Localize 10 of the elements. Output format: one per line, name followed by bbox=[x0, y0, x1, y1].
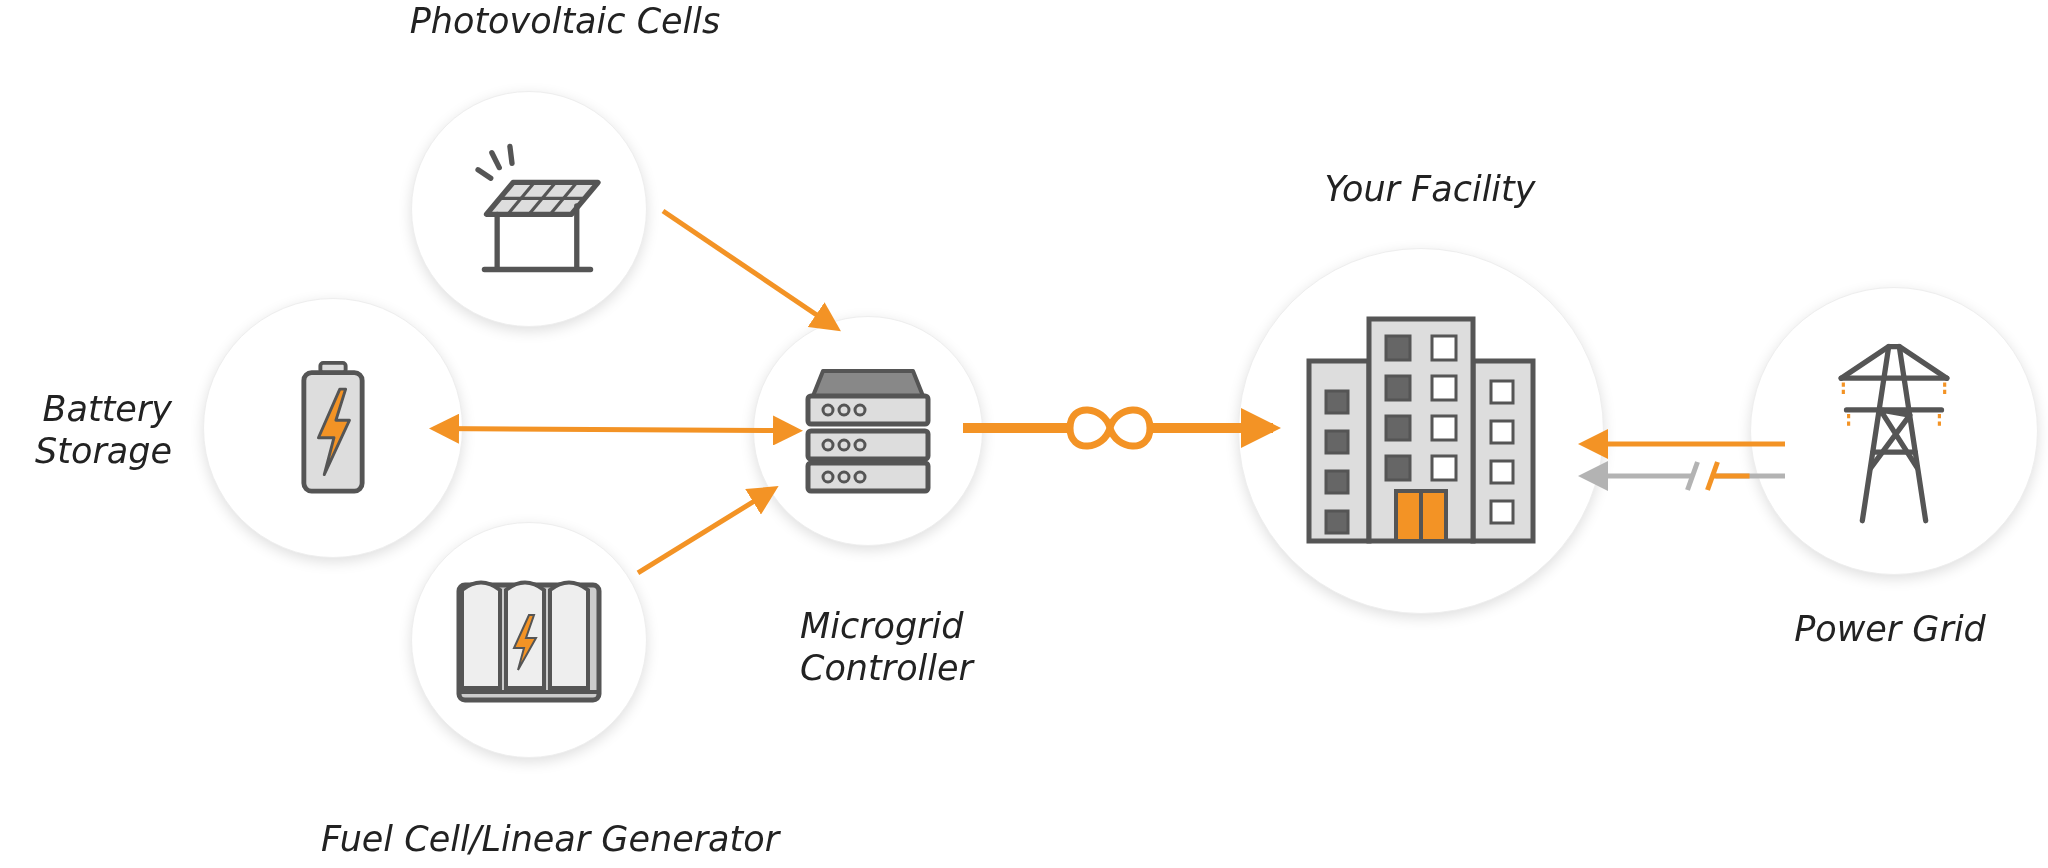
node-label: Photovoltaic Cells bbox=[408, 0, 722, 42]
arrow bbox=[429, 413, 803, 446]
node-label: Power Grid bbox=[1793, 608, 1987, 650]
node-label: Your Facility bbox=[1323, 168, 1537, 210]
arrow bbox=[636, 486, 779, 575]
arrow bbox=[1578, 429, 1785, 459]
node-label: Battery Storage bbox=[34, 388, 172, 472]
arrow bbox=[661, 208, 841, 332]
node-label: Microgrid Controller bbox=[800, 605, 976, 689]
node-label: Fuel Cell/Linear Generator bbox=[319, 818, 782, 860]
